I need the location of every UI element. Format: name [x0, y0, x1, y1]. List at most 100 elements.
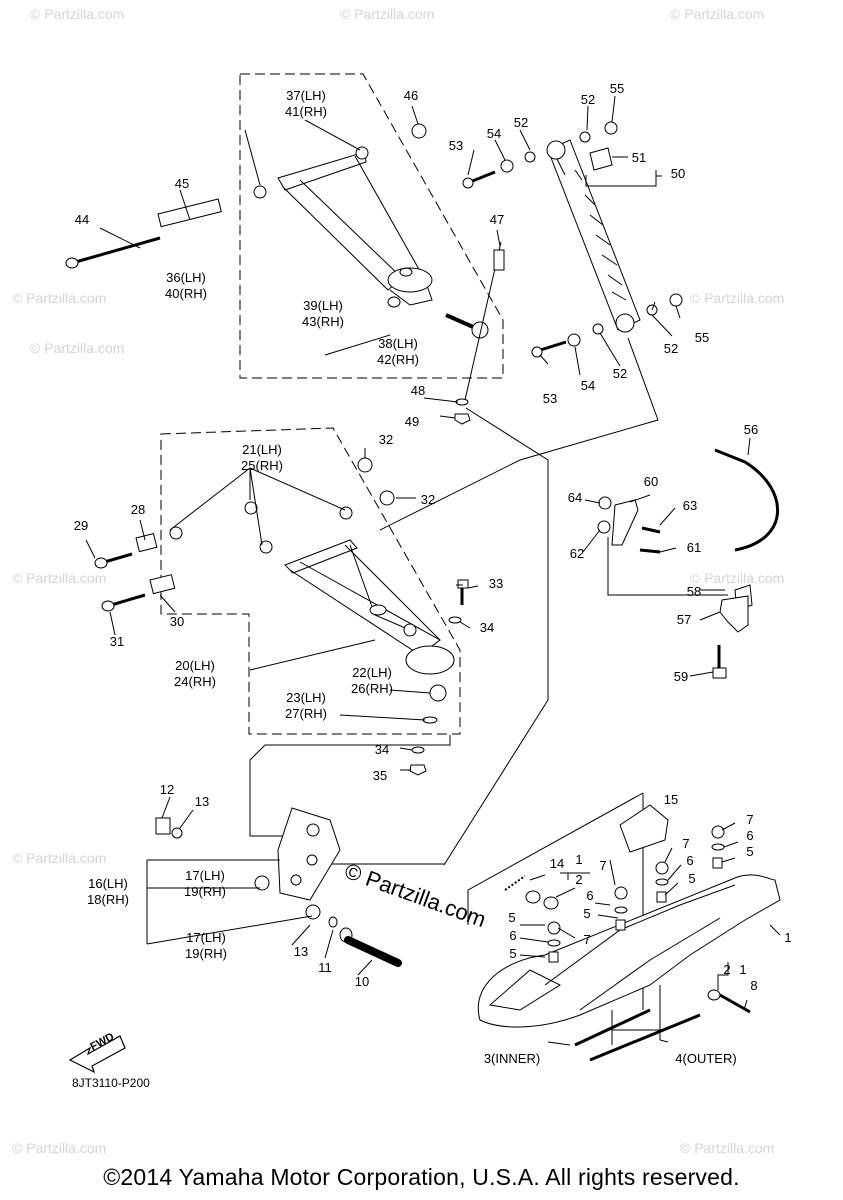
part-label: 13 — [194, 794, 210, 809]
part-label: 6 — [586, 888, 594, 903]
part-label: 2 — [575, 872, 583, 887]
part-label: 30 — [169, 614, 185, 629]
part-label: 22(LH) — [352, 665, 392, 680]
bracket-57 — [719, 595, 749, 633]
part-label: 24(RH) — [174, 674, 216, 689]
collar-45 — [157, 198, 222, 228]
part-label: 50 — [670, 166, 686, 181]
watermark: © Partzilla.com — [680, 1140, 775, 1156]
part-label: 27(RH) — [285, 706, 327, 721]
part-label: 5 — [688, 871, 696, 886]
part-label: 59 — [673, 669, 689, 684]
part-label: 7 — [599, 858, 607, 873]
part-label: 28 — [130, 502, 146, 517]
part-label: 7 — [746, 812, 754, 827]
cover-51 — [589, 147, 613, 171]
part-label: 51 — [631, 150, 647, 165]
part-label: 57 — [676, 612, 692, 627]
watermark: © Partzilla.com — [690, 290, 785, 306]
part-label: 63 — [682, 498, 698, 513]
part-label: 42(RH) — [377, 352, 419, 367]
part-label: 5 — [509, 946, 517, 961]
part-label: 52 — [612, 366, 628, 381]
part-label: 54 — [580, 378, 596, 393]
part-label: 3(INNER) — [483, 1051, 541, 1066]
part-label: 43(RH) — [302, 314, 344, 329]
part-label: 48 — [410, 383, 426, 398]
watermark: © Partzilla.com — [12, 1140, 107, 1156]
part-label: 29 — [73, 518, 89, 533]
part-label: 40(RH) — [165, 286, 207, 301]
watermark: © Partzilla.com — [690, 570, 785, 586]
part-label: 32 — [420, 492, 436, 507]
part-label: 10 — [354, 974, 370, 989]
part-label: 56 — [743, 422, 759, 437]
part-label: 61 — [686, 540, 702, 555]
link-60 — [611, 499, 639, 546]
part-label: 1 — [739, 962, 747, 977]
part-label: 33 — [488, 576, 504, 591]
part-label: 7 — [682, 836, 690, 851]
part-label: 52 — [580, 92, 596, 107]
part-label: 54 — [486, 126, 502, 141]
part-label: 35 — [372, 768, 388, 783]
part-label: 5 — [583, 906, 591, 921]
upper-a-arm — [277, 151, 433, 306]
part-label: 15 — [663, 792, 679, 807]
part-label: 7 — [583, 932, 591, 947]
part-label: 32 — [378, 432, 394, 447]
spindle-16 — [277, 807, 341, 901]
part-label: 52 — [513, 115, 529, 130]
part-label: 17(LH) — [185, 868, 225, 883]
watermark: © Partzilla.com — [12, 850, 107, 866]
part-label: 36(LH) — [166, 270, 206, 285]
part-label: 26(RH) — [351, 681, 393, 696]
cable-56 — [714, 448, 780, 552]
part-label: 25(RH) — [241, 458, 283, 473]
part-label: 6 — [509, 928, 517, 943]
watermark: © Partzilla.com — [12, 290, 107, 306]
part-label: 19(RH) — [184, 884, 226, 899]
watermark: © Partzilla.com — [670, 6, 765, 22]
part-label: 49 — [404, 414, 420, 429]
part-label: 17(LH) — [186, 930, 226, 945]
part-label: 34 — [479, 620, 495, 635]
part-label: 4(OUTER) — [675, 1051, 737, 1066]
part-label: 34 — [374, 742, 390, 757]
part-label: 16(LH) — [88, 876, 128, 891]
part-label: 62 — [569, 546, 585, 561]
part-label: 23(LH) — [286, 690, 326, 705]
watermark: © Partzilla.com — [30, 6, 125, 22]
part-label: 20(LH) — [175, 658, 215, 673]
part-label: 2 — [723, 962, 731, 977]
part-label: 38(LH) — [378, 336, 418, 351]
part-label: 18(RH) — [87, 892, 129, 907]
part-label: 44 — [74, 212, 90, 227]
upper-arm-group-outline — [239, 73, 504, 379]
part-label: 53 — [448, 138, 464, 153]
diagram-code: 8JT3110-P200 — [72, 1076, 150, 1090]
part-label: 60 — [643, 474, 659, 489]
part-label: 13 — [293, 944, 309, 959]
shock-absorber — [462, 121, 683, 358]
block-15 — [619, 804, 669, 853]
fwd-arrow — [68, 1035, 126, 1074]
part-label: 53 — [542, 391, 558, 406]
part-label: 1 — [575, 852, 583, 867]
part-label: 39(LH) — [303, 298, 343, 313]
part-label: 5 — [508, 910, 516, 925]
bolt-44 — [71, 236, 161, 265]
part-label: 58 — [686, 584, 702, 599]
part-label: 41(RH) — [285, 104, 327, 119]
part-label: 47 — [489, 212, 505, 227]
part-label: 55 — [694, 330, 710, 345]
part-label: 52 — [663, 341, 679, 356]
part-label: 6 — [686, 853, 694, 868]
part-label: 19(RH) — [185, 946, 227, 961]
lower-arm-group-outline — [160, 427, 461, 735]
watermark: © Partzilla.com — [340, 6, 435, 22]
part-label: 5 — [746, 844, 754, 859]
part-label: 1 — [784, 930, 792, 945]
